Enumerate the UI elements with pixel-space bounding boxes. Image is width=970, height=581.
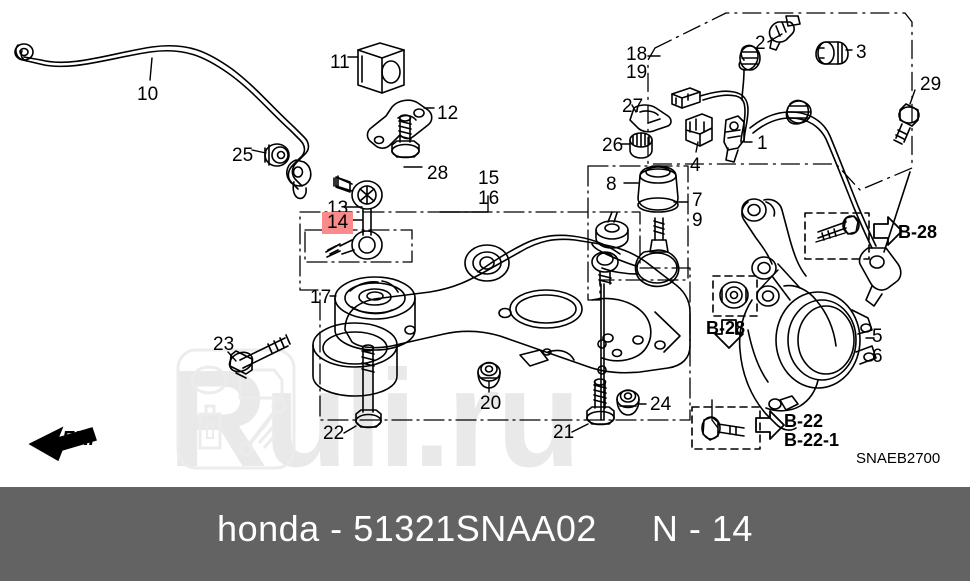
callout-2: 2 — [755, 33, 766, 54]
part-7-9-balljoint — [591, 211, 680, 288]
callout-25: 25 — [232, 145, 254, 166]
part-8-boot — [637, 165, 679, 213]
ref-b22-1[interactable]: B-22-1 — [784, 430, 840, 450]
callout-24: 24 — [650, 394, 672, 415]
group-boundaries — [299, 165, 691, 421]
callout-10: 10 — [137, 84, 159, 105]
callout-7: 7 — [692, 190, 703, 211]
callout-8: 8 — [606, 174, 617, 195]
ball-joint-stud-line — [597, 283, 607, 421]
leader-lines — [149, 33, 916, 434]
part-27-bracket — [629, 104, 672, 133]
footer-part-number: 51321SNAA02 — [353, 508, 597, 549]
diagram-code: SNAEB2700 — [856, 450, 941, 467]
callout-19: 19 — [626, 62, 648, 83]
part-2-clip — [768, 15, 801, 51]
reference-arrows — [714, 216, 903, 440]
footer-brand: honda — [217, 508, 320, 549]
part-4-clamp — [685, 113, 713, 147]
callout-3: 3 — [856, 42, 867, 63]
part-26-nut — [629, 132, 653, 159]
callout-22: 22 — [323, 423, 345, 444]
callout-9: 9 — [692, 210, 703, 231]
callout-11: 11 — [330, 52, 350, 73]
part-25-nut — [264, 143, 290, 167]
part-23-bolt — [228, 334, 291, 379]
part-15-16-lower-arm — [312, 234, 691, 397]
callout-12: 12 — [437, 103, 459, 124]
callout-4: 4 — [690, 155, 701, 176]
fr-direction-arrow — [28, 426, 97, 462]
part-5-6-knuckle — [738, 198, 877, 431]
exploded-parts-drawing — [14, 12, 920, 462]
detail-bolt-b22 — [701, 416, 745, 441]
part-29-bolt — [893, 103, 920, 145]
sensor-group-boundary — [647, 12, 913, 191]
callout-28: 28 — [427, 163, 449, 184]
footer-page-ref: N - 14 — [651, 508, 753, 549]
ref-b22[interactable]: B-22 — [784, 411, 824, 431]
part-3-grommet — [815, 41, 849, 65]
part-13-14-link — [325, 175, 383, 260]
callout-15: 15 — [478, 168, 500, 189]
callout-5: 5 — [872, 326, 883, 347]
detail-bolt-b28-upper — [817, 215, 860, 241]
callout-16: 16 — [478, 188, 500, 209]
callout-17: 17 — [310, 287, 332, 308]
part-24-nut — [616, 389, 640, 416]
footer-caption: honda - 51321SNAA02 N - 14 — [0, 508, 970, 550]
part-28-bolt — [391, 114, 420, 159]
ref-b28-lower[interactable]: B-28 — [706, 318, 746, 338]
callout-29: 29 — [920, 74, 942, 95]
detail-boxes — [691, 212, 870, 450]
part-17-bushing — [334, 276, 416, 351]
footer-bar: honda - 51321SNAA02 N - 14 — [0, 487, 970, 581]
part-stabilizer-bar — [14, 43, 312, 200]
callout-6: 6 — [872, 346, 883, 367]
callout-21: 21 — [553, 422, 575, 443]
part-18-19-abs-sensor — [671, 44, 911, 307]
callout-20: 20 — [480, 393, 502, 414]
ref-b28-upper[interactable]: B-28 — [898, 222, 938, 242]
callout-23: 23 — [213, 334, 235, 355]
part-11-bushing — [357, 42, 405, 94]
detail-nut-b28-lower — [719, 281, 749, 309]
callout-14-highlighted: 14 — [322, 212, 354, 234]
part-22-bolt — [355, 344, 382, 429]
footer-separator: - — [330, 508, 343, 549]
callout-26: 26 — [602, 135, 624, 156]
front-direction-label: FR. — [62, 428, 95, 450]
callout-1: 1 — [757, 133, 768, 154]
callout-18: 18 — [626, 44, 648, 65]
part-1-holder — [723, 115, 745, 163]
callout-27: 27 — [622, 96, 644, 117]
